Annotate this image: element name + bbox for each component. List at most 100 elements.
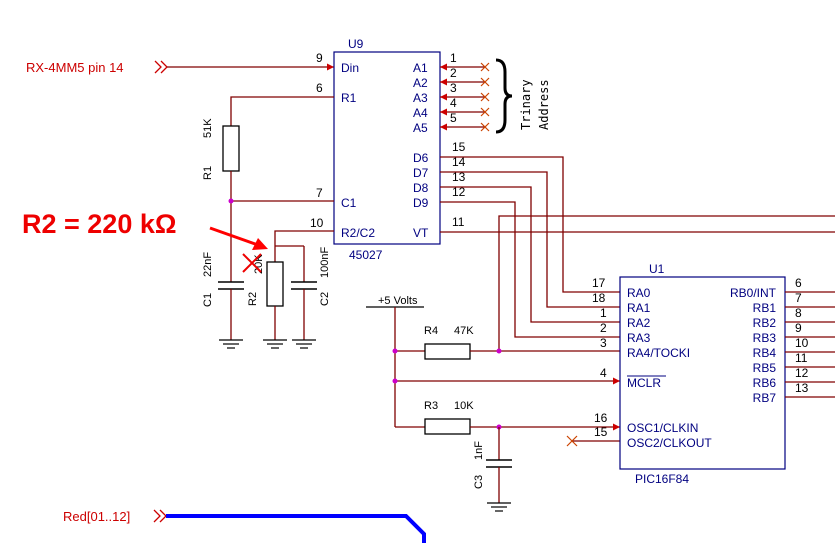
u9-address-pins: A1 A2 A3 A4 A5 1 2 3 4 5 — [413, 51, 457, 135]
u1-pin-num: 11 — [795, 351, 808, 365]
u1-body — [619, 276, 786, 470]
u1-pin-num: 10 — [795, 336, 809, 350]
u9-pin-num: 3 — [450, 81, 457, 95]
ground-icon — [219, 339, 243, 349]
u1-part: PIC16F84 — [635, 472, 689, 486]
r2-resistor — [266, 261, 284, 307]
u1-pin-name: RB5 — [753, 361, 777, 375]
red-bus-line — [166, 514, 426, 543]
u1-pin-num: 16 — [594, 411, 608, 425]
u1-pin-name: RB0/INT — [730, 286, 777, 300]
osc1-arrow-icon — [613, 423, 620, 431]
u9-pin-num: 2 — [450, 66, 457, 80]
red-bus-connector-icon — [153, 509, 167, 523]
r2-annotation: R2 = 220 kΩ — [22, 209, 177, 239]
u9-pin-num: 11 — [452, 215, 465, 229]
u1-pin-num: 12 — [795, 366, 809, 380]
u9-pin-num: 9 — [316, 51, 323, 65]
junction-dot — [496, 348, 502, 354]
u9-pin-name: A4 — [413, 106, 428, 120]
u9-pin-name: Din — [341, 61, 359, 75]
c1-value: 22nF — [202, 252, 214, 277]
ground-icon — [487, 502, 511, 512]
trinary-label: Trinary — [519, 79, 533, 130]
u9-pin-num: 5 — [450, 111, 457, 125]
din-arrow-icon — [327, 63, 334, 71]
c3-ref: C3 — [473, 475, 485, 489]
address-label: Address — [537, 79, 551, 130]
r4-value: 47K — [454, 325, 474, 337]
ground-icon — [263, 339, 287, 349]
u1-pin-num: 3 — [600, 336, 607, 350]
junction-dot — [228, 198, 234, 204]
c1-ref: C1 — [202, 293, 214, 307]
address-wires — [440, 63, 485, 131]
u1-pin-name: RB2 — [753, 316, 777, 330]
address-brace-icon — [495, 58, 513, 134]
r2-top-wire — [274, 230, 334, 262]
u1-pin-name: RB1 — [753, 301, 777, 315]
c1-capacitor — [218, 281, 244, 290]
data-wires — [440, 156, 835, 352]
u9-pin-num: 13 — [452, 170, 466, 184]
r3-value: 10K — [454, 400, 474, 412]
r1-top-wire — [230, 96, 334, 126]
c3-value: 1nF — [473, 441, 485, 460]
u9-pin-name: A5 — [413, 121, 428, 135]
r1-ref: R1 — [202, 166, 214, 180]
u1-pin-num: 2 — [600, 321, 607, 335]
u9-pin-name: D6 — [413, 151, 429, 165]
u1-pin-num: 9 — [795, 321, 802, 335]
u1-pin-num: 7 — [795, 291, 802, 305]
r3-ref: R3 — [424, 400, 438, 412]
u9-pin-name: D8 — [413, 181, 429, 195]
r4-ref: R4 — [424, 325, 438, 337]
no-connect-icon — [480, 62, 490, 132]
u9-pin-name: R1 — [341, 91, 357, 105]
u1-pin-name: RA3 — [627, 331, 651, 345]
u9-pin-name: A3 — [413, 91, 428, 105]
u1-pin-num: 18 — [592, 291, 606, 305]
u1-pin-num: 15 — [594, 425, 608, 439]
u9-pin-num: 7 — [316, 186, 323, 200]
rx-input-connector-icon — [154, 60, 168, 74]
u1-pin-name: RA0 — [627, 286, 651, 300]
u9-pin-name: C1 — [341, 196, 357, 210]
u1-pin-name: RA1 — [627, 301, 651, 315]
u9-pin-name: D7 — [413, 166, 429, 180]
u9-pin-num: 10 — [310, 216, 324, 230]
u9-pin-num: 14 — [452, 155, 466, 169]
u1-pin-num: 6 — [795, 276, 802, 290]
r2-ref: R2 — [247, 292, 259, 306]
u9-ref: U9 — [348, 37, 364, 51]
r3-resistor — [424, 418, 471, 435]
r1-value: 51K — [202, 118, 214, 138]
u1-ref: U1 — [649, 262, 665, 276]
u9-body — [333, 51, 441, 245]
u9-pin-num: 6 — [316, 81, 323, 95]
junction-dot — [392, 378, 398, 384]
u9-pin-num: 15 — [452, 140, 466, 154]
u9-pin-name: D9 — [413, 196, 429, 210]
u9-pin-name: A1 — [413, 61, 428, 75]
u1-pin-name: RB4 — [753, 346, 777, 360]
u9-part: 45027 — [349, 248, 383, 262]
u1-pin-num: 1 — [600, 306, 607, 320]
ground-icon — [292, 339, 316, 349]
u9-pin-name: R2/C2 — [341, 226, 375, 240]
red-bus-label: Red[01..12] — [63, 509, 130, 524]
u1-pin-name: RA2 — [627, 316, 651, 330]
u1-pin-name: OSC2/CLKOUT — [627, 436, 712, 450]
u1-pin-name: OSC1/CLKIN — [627, 421, 698, 435]
c2-ref: C2 — [319, 292, 331, 306]
u9-pin-num: 4 — [450, 96, 457, 110]
c3-capacitor — [486, 459, 512, 468]
c2-value: 100nF — [319, 247, 331, 278]
no-connect-icon — [566, 435, 578, 447]
u1-pin-num: 17 — [592, 276, 606, 290]
u1-pin-name: RA4/TOCKI — [627, 346, 690, 360]
u1-right-pins: RB0/INT RB1 RB2 RB3 RB4 RB5 RB6 RB7 6 7 … — [730, 276, 835, 405]
mclr-arrow-icon — [613, 377, 620, 385]
u1-pin-num: 8 — [795, 306, 802, 320]
